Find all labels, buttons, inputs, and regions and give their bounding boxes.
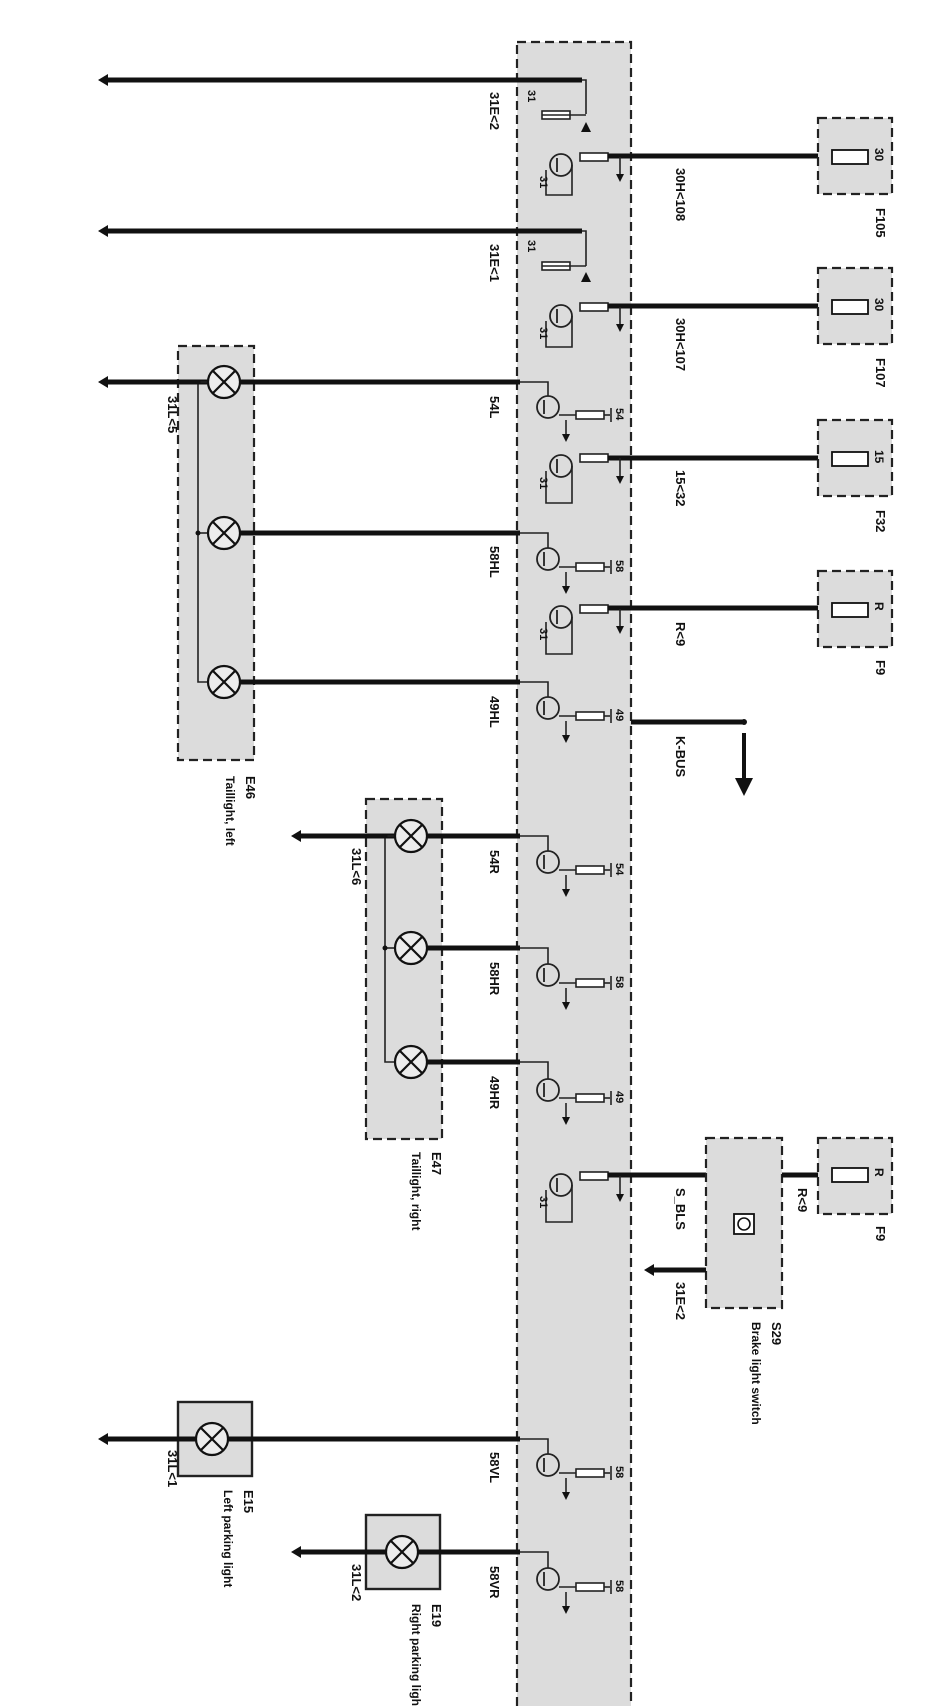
component-name: Left parking light (221, 1490, 235, 1587)
component-id: E19 (429, 1604, 444, 1627)
lamp-icon (393, 1044, 429, 1080)
ground-line (98, 1433, 196, 1445)
lamp-icon (384, 1534, 420, 1570)
fuse-pin-label: 30 (872, 148, 886, 162)
lamp-icon (194, 1421, 230, 1457)
pin-label: 54 (613, 863, 625, 876)
wire-label: 49HL (487, 696, 502, 728)
pin-label: 58 (613, 1580, 625, 1592)
pin-label: 49 (613, 1091, 625, 1103)
component-id: E46 (243, 776, 258, 799)
ground-label: 31E<2 (673, 1282, 688, 1320)
fuse-pin-label: 15 (872, 450, 886, 464)
wire-label: R<9 (673, 622, 688, 646)
ground-label: 31L<2 (349, 1564, 364, 1601)
pin-label: 31 (537, 1196, 549, 1208)
ground-line (291, 1546, 386, 1558)
wire-label: 30H<107 (673, 318, 688, 371)
wire-label: 49HR (487, 1076, 502, 1110)
ground-label: 31L<6 (349, 848, 364, 885)
pin-label: 58 (613, 1466, 625, 1478)
pin-label: 31 (537, 327, 549, 339)
pin-label: 58 (613, 976, 625, 988)
ground-line (98, 225, 582, 237)
component-id: E47 (429, 1152, 444, 1175)
pin-label: 31 (525, 240, 537, 252)
lamp-icon (393, 930, 429, 966)
pin-label: 31 (537, 477, 549, 489)
pin-label: 31 (537, 176, 549, 188)
wire-label: S_BLS (673, 1188, 688, 1230)
ground-label: 31E<1 (487, 244, 502, 282)
fuse-box-f9b (816, 1136, 894, 1216)
fuse-pin-label: 30 (872, 298, 886, 312)
wire-label: 58VR (487, 1566, 502, 1599)
wire-label: 58HR (487, 962, 502, 996)
pin-label: 54 (613, 408, 625, 421)
control-unit-box (515, 40, 633, 1706)
taillight-left-box (176, 344, 256, 762)
component-name: Taillight, right (409, 1152, 423, 1230)
ground-line (644, 1264, 706, 1276)
fuse-id: F32 (873, 510, 888, 532)
fuse-id: F107 (873, 358, 888, 388)
lamp-icon (206, 515, 242, 551)
component-id: E15 (241, 1490, 256, 1513)
ground-line (98, 376, 208, 388)
wire-label: R<9 (795, 1188, 810, 1212)
pin-label: 49 (613, 709, 625, 721)
fuse-id: F9 (873, 1226, 888, 1241)
ground-line (291, 830, 396, 842)
pin-label: 31 (537, 628, 549, 640)
ground-label: 31E<2 (487, 92, 502, 130)
ground-line (98, 74, 582, 86)
pin-label: 58 (613, 560, 625, 572)
ground-label: 31L<1 (165, 1450, 180, 1487)
wire-label: K-BUS (673, 736, 688, 777)
fuse-pin-label: R (872, 1168, 886, 1177)
ground-label: 31L<5 (165, 396, 180, 433)
lamp-icon (206, 364, 242, 400)
fuse-pin-label: R (872, 602, 886, 611)
pin-label: 31 (525, 90, 537, 102)
lamp-icon (393, 818, 429, 854)
wire-label: 54R (487, 850, 502, 874)
component-name: Taillight, left (223, 776, 237, 846)
wire-label: 15<32 (673, 470, 688, 507)
wire-label: 54L (487, 396, 502, 418)
wire-label: 58HL (487, 546, 502, 578)
wire-label: 58VL (487, 1452, 502, 1483)
taillight-right-box (364, 797, 444, 1141)
lamp-icon (206, 664, 242, 700)
component-id: S29 (769, 1322, 784, 1345)
fuse-id: F9 (873, 660, 888, 675)
wire-label: 30H<108 (673, 168, 688, 221)
component-name: Brake light switch (749, 1322, 763, 1425)
fuse-box-f107 (816, 266, 894, 346)
component-name: Right parking light (409, 1604, 423, 1706)
fuse-id: F105 (873, 208, 888, 238)
